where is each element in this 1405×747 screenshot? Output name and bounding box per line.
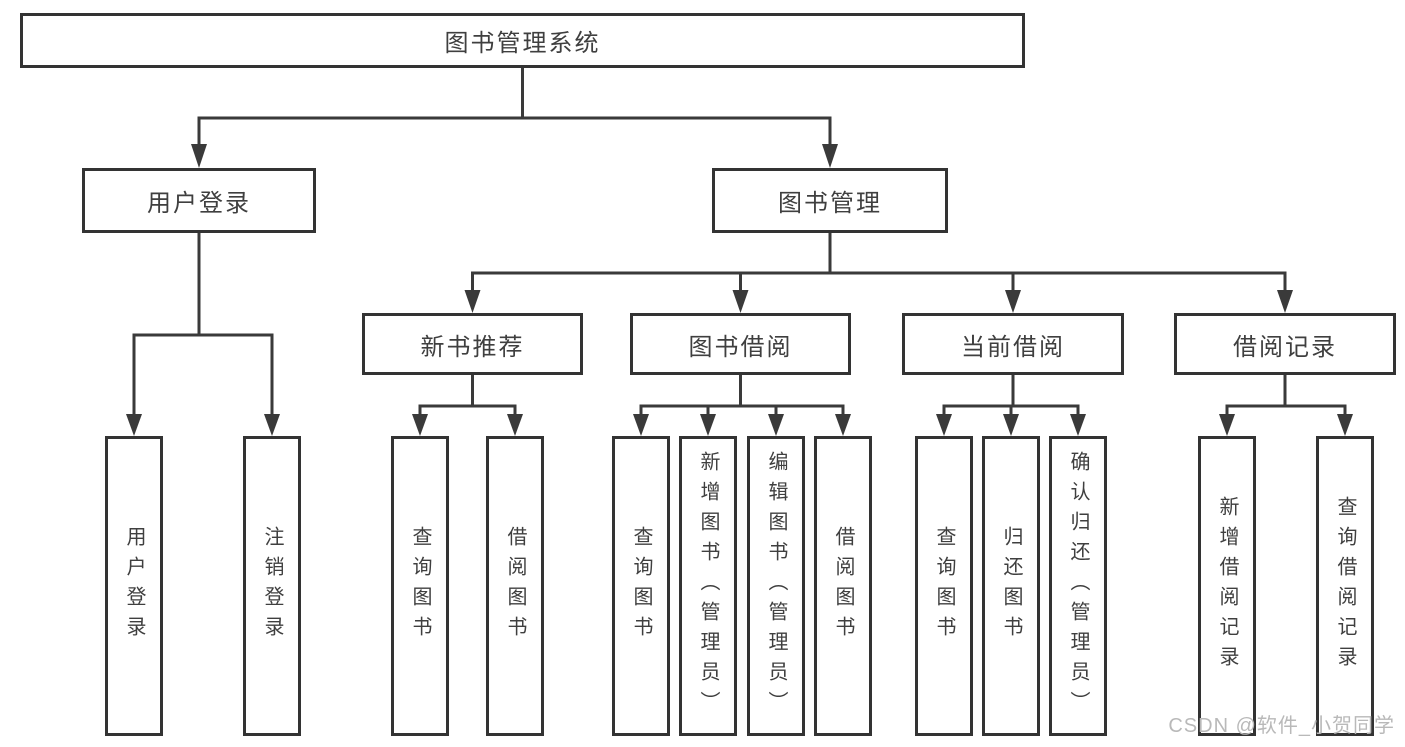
leaf-return-books: 归还图书	[982, 436, 1040, 736]
node-user-login: 用户登录	[82, 168, 316, 233]
leaf-add-borrow-record: 新增借阅记录	[1198, 436, 1256, 736]
node-borrowing-records: 借阅记录	[1174, 313, 1396, 375]
leaf-logout: 注销登录	[243, 436, 301, 736]
leaf-query-books-1: 查询图书	[391, 436, 449, 736]
leaf-query-borrow-record: 查询借阅记录	[1316, 436, 1374, 736]
node-book-borrowing: 图书借阅	[630, 313, 851, 375]
leaf-borrow-books-1: 借阅图书	[486, 436, 544, 736]
leaf-borrow-books-2: 借阅图书	[814, 436, 872, 736]
node-book-management: 图书管理	[712, 168, 948, 233]
node-new-book-recommend: 新书推荐	[362, 313, 583, 375]
csdn-watermark: CSDN @软件_小贺同学	[1168, 715, 1395, 737]
leaf-edit-books-admin: 编辑图书（管理员）	[747, 436, 805, 736]
leaf-user-login: 用户登录	[105, 436, 163, 736]
leaf-query-books-2: 查询图书	[612, 436, 670, 736]
leaf-add-books-admin: 新增图书（管理员）	[679, 436, 737, 736]
leaf-query-books-3: 查询图书	[915, 436, 973, 736]
leaf-confirm-return-admin: 确认归还（管理员）	[1049, 436, 1107, 736]
node-root: 图书管理系统	[20, 13, 1025, 68]
node-current-borrowing: 当前借阅	[902, 313, 1124, 375]
